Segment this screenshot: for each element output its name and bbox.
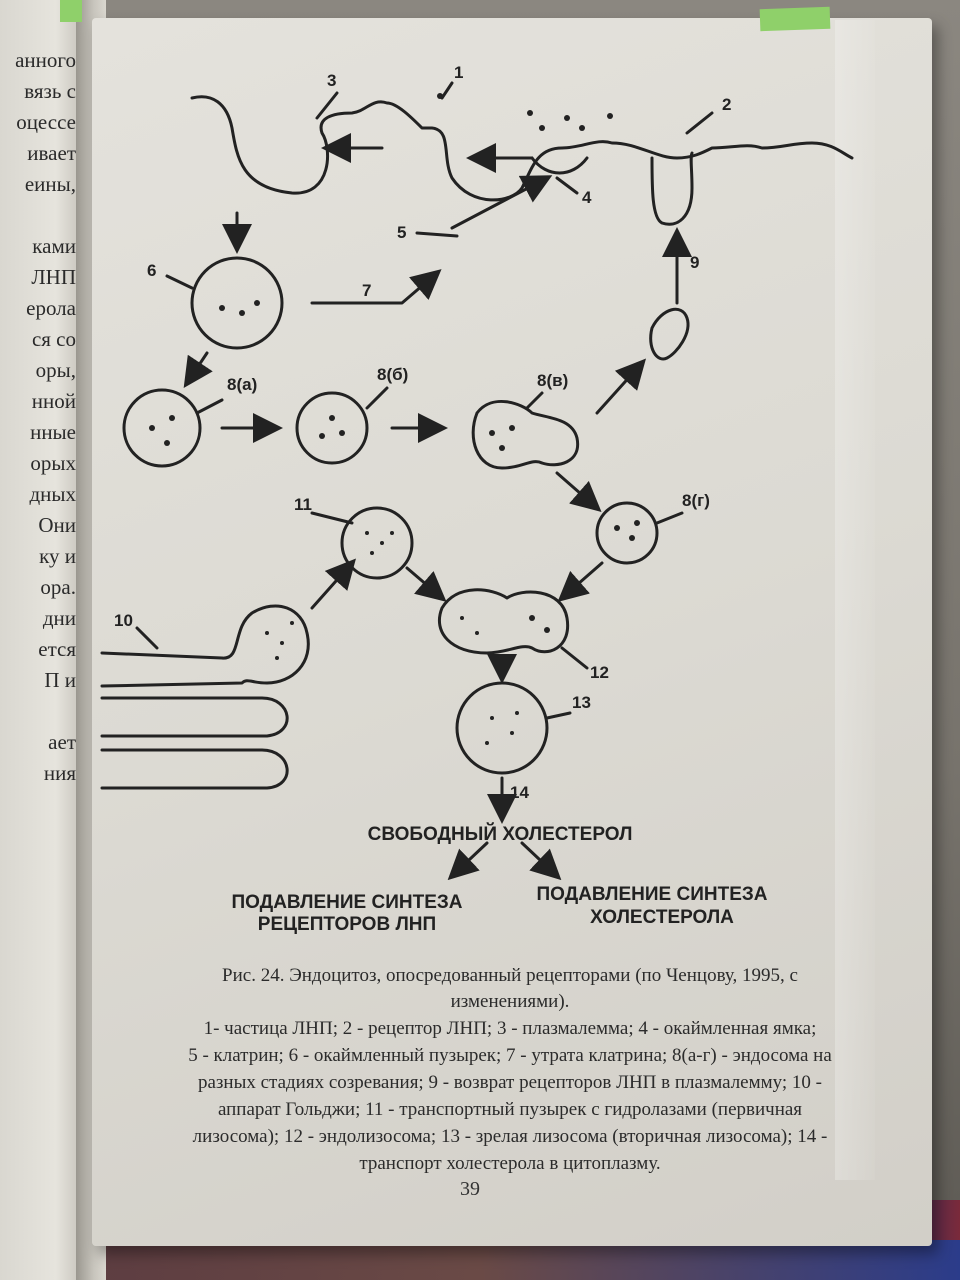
transport-vesicle	[340, 506, 414, 580]
coated-vesicle	[190, 256, 284, 350]
label-2: 2	[722, 95, 731, 114]
label-10: 10	[114, 611, 133, 630]
endosome-8a	[122, 388, 202, 468]
left-page-text-line: оцессе	[16, 110, 76, 134]
label-6: 6	[147, 261, 156, 280]
endocytosis-figure: 3 1 2 4 5 6 7 8(а) 8(б) 8(в) 8(г) 9 10 1…	[100, 63, 854, 935]
label-8g: 8(г)	[682, 491, 710, 510]
left-page-text-line: дных	[29, 482, 76, 506]
bookmark-tab	[60, 0, 82, 22]
plasma-membrane	[190, 95, 854, 202]
mature-lysosome	[455, 681, 549, 775]
figure-legend-line-5: лизосома); 12 - эндолизосома; 13 - зрела…	[192, 1126, 828, 1147]
left-page-text-line: П и	[44, 668, 76, 692]
label-13: 13	[572, 693, 591, 712]
suppress-receptors-line1: ПОДАВЛЕНИЕ СИНТЕЗА	[231, 892, 462, 913]
golgi-apparatus	[100, 604, 310, 688]
label-8v: 8(в)	[537, 371, 568, 390]
left-page-text-line: ния	[43, 761, 76, 785]
suppress-cholesterol-line1: ПОДАВЛЕНИЕ СИНТЕЗА	[536, 884, 767, 905]
label-4: 4	[582, 188, 592, 207]
right-page	[92, 18, 932, 1246]
left-page-text-line: ерола	[26, 296, 76, 320]
coated-pit	[530, 156, 589, 175]
receptor-pit	[650, 151, 694, 226]
label-14: 14	[510, 783, 529, 802]
figure-legend-line-2: 5 - клатрин; 6 - окаймленный пузырек; 7 …	[188, 1045, 832, 1066]
left-page-text-line: ся со	[31, 327, 76, 351]
blanket-bottom	[0, 1240, 960, 1280]
left-page-text-line: дни	[42, 606, 76, 630]
plastic-cover	[835, 20, 875, 1180]
figure-legend-line-6: транспорт холестерола в цитоплазму.	[359, 1153, 661, 1174]
left-page-text-line: ает	[48, 730, 76, 754]
endosome-8g	[595, 501, 659, 565]
figure-legend-line-1: 1- частица ЛНП; 2 - рецептор ЛНП; 3 - пл…	[203, 1018, 817, 1039]
left-page-text-line: ку и	[39, 544, 76, 568]
left-page-text-line: ЛНП	[31, 265, 76, 289]
label-8b: 8(б)	[377, 365, 408, 384]
page-number: 39	[460, 1178, 480, 1200]
label-5: 5	[397, 223, 406, 242]
left-page-text-line: еины,	[24, 172, 76, 196]
label-12: 12	[590, 663, 609, 682]
left-page-text-line: ивает	[27, 141, 76, 165]
left-page-text-line: анного	[15, 48, 76, 72]
suppress-cholesterol-line2: ХОЛЕСТЕРОЛА	[590, 907, 734, 928]
left-page-text-line: ками	[32, 234, 76, 258]
left-page-text-line: орых	[30, 451, 76, 475]
label-8a: 8(а)	[227, 375, 257, 394]
label-7: 7	[362, 281, 371, 300]
endosome-8v	[471, 399, 580, 470]
label-11: 11	[294, 495, 312, 514]
left-page-text-line: нные	[30, 420, 76, 444]
left-page-text-line: вязь с	[24, 79, 76, 103]
figure-legend-line-4: аппарат Гольджи; 11 - транспортный пузыр…	[217, 1099, 803, 1120]
endolysosome	[437, 588, 570, 655]
label-1: 1	[454, 63, 463, 82]
free-cholesterol-label: СВОБОДНЫЙ ХОЛЕСТЕРОЛ	[368, 823, 633, 845]
left-page-text-line: ется	[38, 637, 76, 661]
left-page-text-line: нной	[31, 389, 76, 413]
label-9: 9	[690, 253, 699, 272]
figure-legend-line-3: разных стадиях созревания; 9 - возврат р…	[197, 1072, 823, 1093]
left-page-text-line: оры,	[35, 358, 76, 382]
figure-caption-title-1: Рис. 24. Эндоцитоз, опосредованный рецеп…	[222, 965, 798, 986]
figure-caption-title-2: изменениями).	[450, 991, 570, 1012]
label-3: 3	[327, 71, 336, 90]
left-page-text-line: Они	[38, 513, 76, 537]
suppress-receptors-line2: РЕЦЕПТОРОВ ЛНП	[258, 914, 436, 935]
left-page-text-line: ора.	[40, 575, 76, 599]
recycling-vesicle	[649, 307, 690, 361]
endosome-8b	[295, 391, 369, 465]
